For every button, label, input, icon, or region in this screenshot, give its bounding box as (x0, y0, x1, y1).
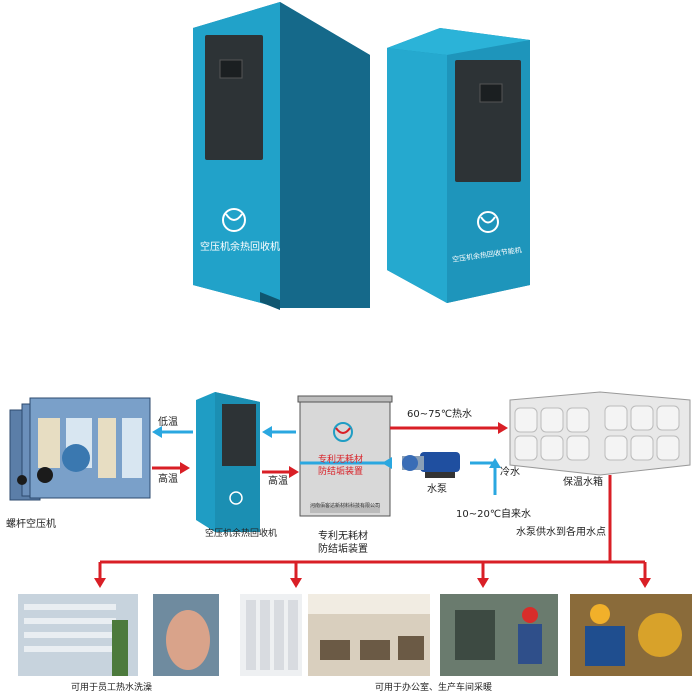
display-screen (479, 83, 503, 103)
cold-water-label: 冷水 (500, 467, 520, 478)
top-cabinets (193, 2, 530, 310)
high-temp-label-right: 高温 (268, 476, 288, 487)
water-pump (402, 452, 460, 478)
device-front-small: 河南佰客达新材料科技有限公司 (310, 503, 381, 509)
recovery-machine-label: 空压机余热回收机 (205, 529, 278, 539)
anti-scale-device (297, 395, 393, 517)
recovery-machine-large (193, 2, 370, 310)
photo-office (308, 594, 430, 676)
pump-label: 水泵 (427, 484, 447, 495)
hot-water-label: 60~75℃热水 (407, 409, 473, 420)
recovery-machine-large-2 (387, 28, 530, 303)
hot-lines (98, 426, 647, 580)
photo-workshop-1 (440, 594, 558, 676)
recovery-machine-small (196, 392, 260, 532)
cold-arrows (152, 426, 501, 469)
tap-water-label: 10~20℃自来水 (456, 509, 532, 520)
compressor-label: 螺杆空压机 (6, 519, 56, 530)
photo-shower (153, 594, 219, 676)
screw-compressor-group (9, 397, 151, 501)
flow-diagram (9, 391, 691, 588)
caption-heating: 可用于办公室、生产车间采暖 (375, 683, 493, 693)
control-panel (205, 35, 263, 160)
hot-arrows (94, 422, 651, 588)
tank-label: 保温水箱 (563, 477, 603, 488)
photo-radiator (240, 594, 302, 676)
photo-dormitory (18, 594, 138, 676)
brand-logo (477, 211, 499, 233)
high-temp-label-left: 高温 (158, 474, 178, 485)
insulated-water-tank (509, 391, 691, 476)
control-panel (455, 60, 521, 182)
display-screen (219, 59, 243, 79)
application-photos (18, 594, 692, 676)
photo-workshop-2 (570, 594, 692, 676)
supply-note: 水泵供水到各用水点 (516, 527, 606, 538)
low-temp-label: 低温 (158, 417, 178, 428)
device-label: 专利无耗材 防结垢装置 (318, 531, 368, 555)
device-front-title: 专利无耗材 防结垢装置 (318, 455, 364, 477)
caption-shower: 可用于员工热水洗澡 (71, 683, 153, 693)
brand-logo (222, 208, 246, 232)
unit1-label: 空压机余热回收机 (200, 242, 280, 253)
